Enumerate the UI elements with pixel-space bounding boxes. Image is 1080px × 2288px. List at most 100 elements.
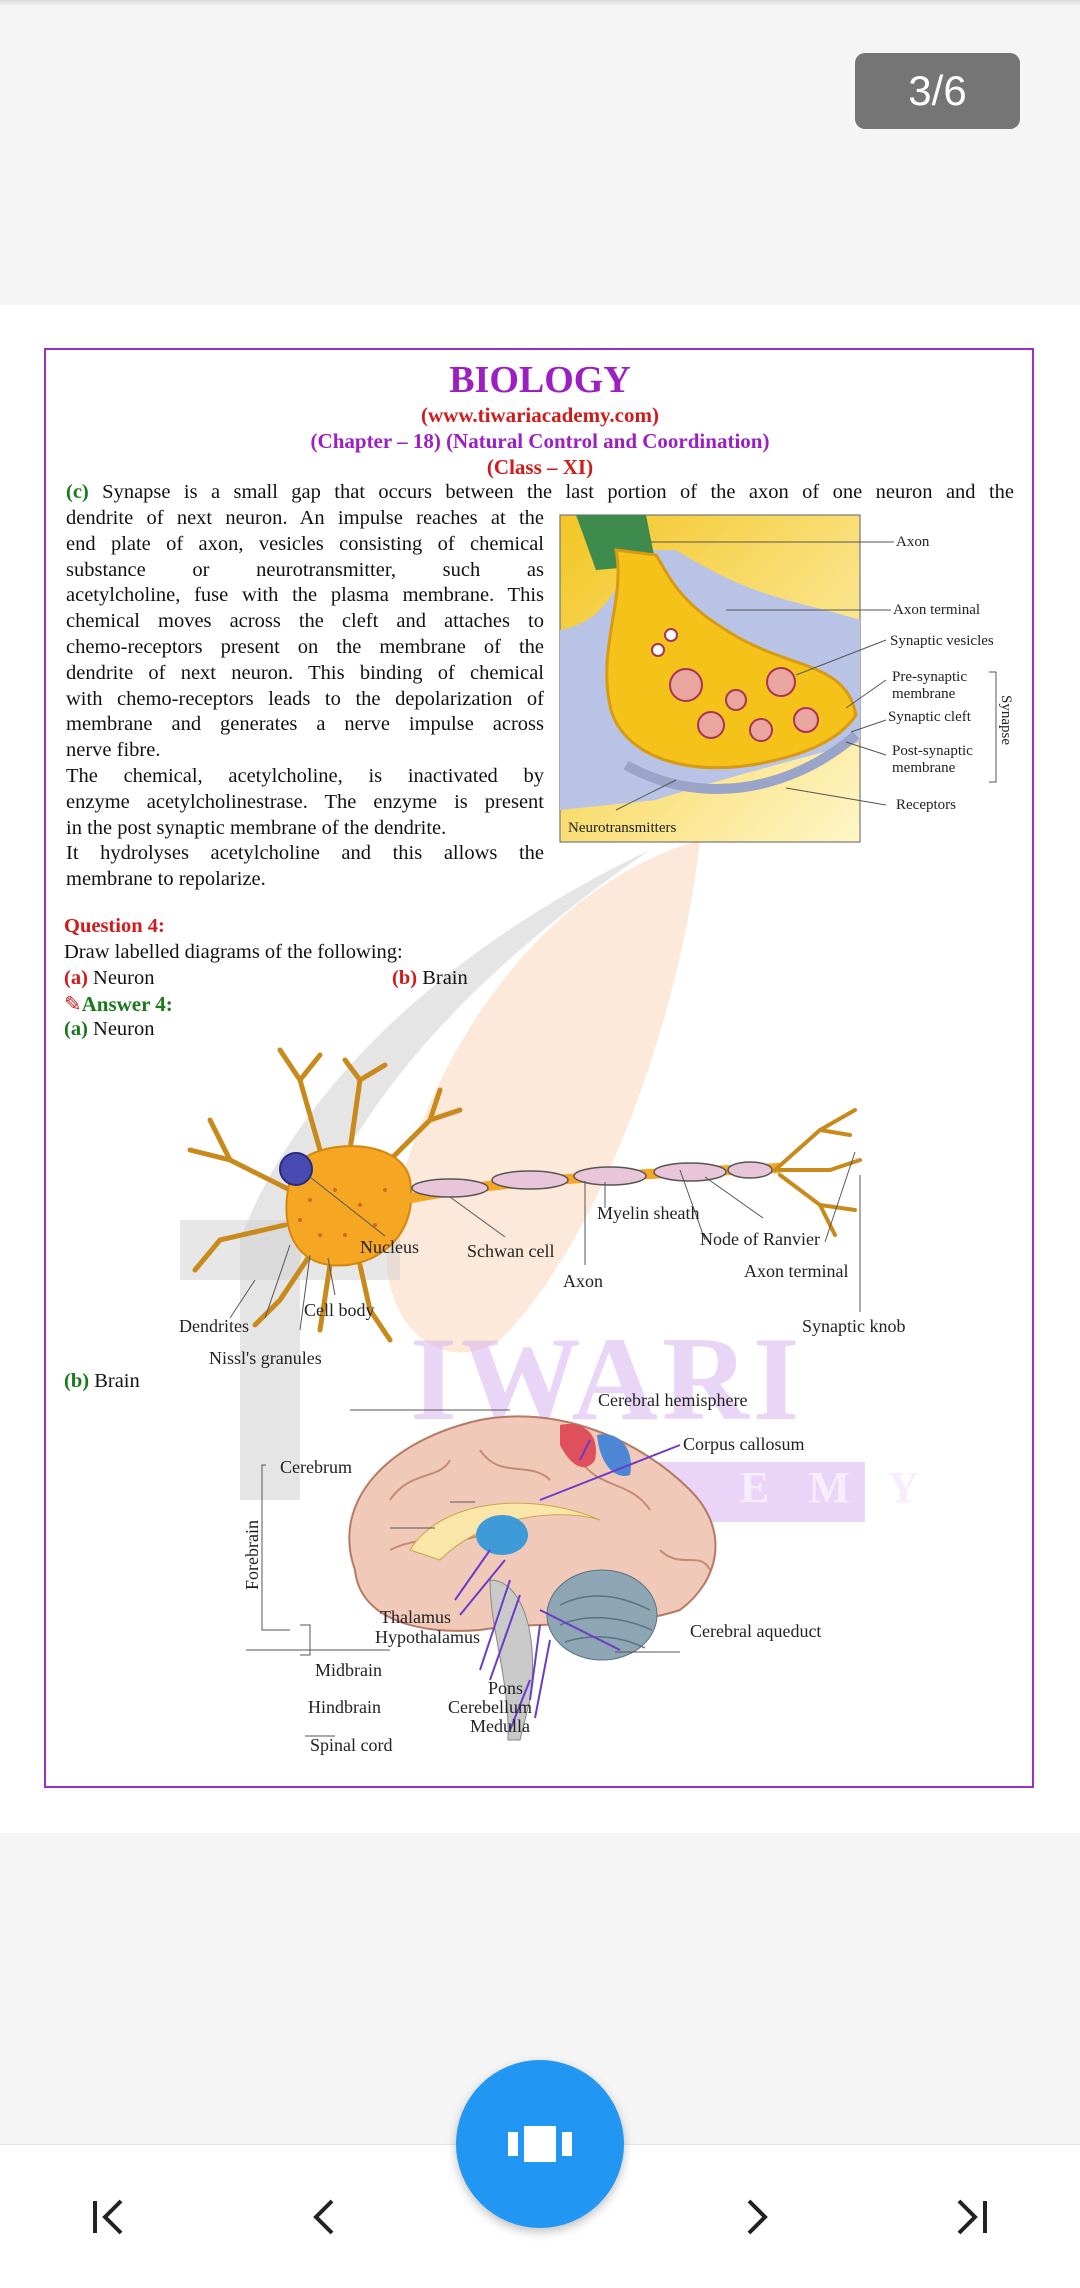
answer-a-label: (a) bbox=[64, 1018, 88, 1041]
label-myelin-sheath: Myelin sheath bbox=[597, 1203, 699, 1223]
label-corpus-callosum: Corpus callosum bbox=[683, 1434, 805, 1454]
para1-line: nerve fibre. bbox=[66, 739, 161, 762]
prev-page-button[interactable] bbox=[279, 2172, 369, 2262]
label-synaptic-knob: Synaptic knob bbox=[802, 1316, 906, 1336]
question-block: Question 4: Draw labelled diagrams of th… bbox=[64, 914, 764, 1043]
label-cerebrum: Cerebrum bbox=[280, 1457, 352, 1477]
vesicle bbox=[749, 718, 773, 742]
myelin-segments bbox=[411, 1161, 773, 1198]
para1-line: with chemo-receptors leads to the depola… bbox=[66, 687, 544, 710]
label-hindbrain: Hindbrain bbox=[308, 1697, 381, 1717]
para2-line: in the post synaptic membrane of the den… bbox=[66, 816, 447, 839]
class-line: (Class – XI) bbox=[486, 455, 594, 479]
synapse-first-line: (c) Synapse is a small gap that occurs b… bbox=[66, 480, 1014, 506]
answer-pencil-icon: ✎ bbox=[64, 991, 82, 1016]
label-forebrain: Forebrain bbox=[242, 1520, 262, 1590]
label-spinal-cord: Spinal cord bbox=[310, 1735, 393, 1755]
label-neurotransmitters: Neurotransmitters bbox=[568, 820, 676, 836]
page-title: BIOLOGY bbox=[449, 359, 631, 401]
label-dendrites: Dendrites bbox=[179, 1316, 249, 1336]
para1-line: end plate of axon, vesicles consisting o… bbox=[66, 532, 544, 555]
para1-line: substance or neurotransmitter, such as bbox=[66, 558, 544, 581]
answer-a: (a) Neuron bbox=[64, 1017, 764, 1043]
para3-line: It hydrolyses acetylcholine and this all… bbox=[66, 842, 544, 865]
prev-page-icon bbox=[313, 2199, 334, 2235]
brain-cerebellum bbox=[546, 1569, 658, 1661]
next-page-button[interactable] bbox=[712, 2172, 802, 2262]
watermark-leaf-orange bbox=[386, 840, 700, 1353]
vesicle bbox=[669, 668, 703, 702]
label-cerebral-aqueduct: Cerebral aqueduct bbox=[690, 1621, 821, 1641]
first-page-button[interactable] bbox=[64, 2172, 154, 2262]
brain-red-hemisphere bbox=[560, 1424, 596, 1468]
label-axon-terminal: Axon terminal bbox=[744, 1261, 848, 1281]
vesicle bbox=[651, 643, 665, 657]
pages-icon bbox=[508, 2126, 572, 2162]
para1-line: chemical moves across the cleft and atta… bbox=[66, 610, 544, 633]
option-b-text: Brain bbox=[422, 966, 468, 989]
pages-fab-button[interactable] bbox=[456, 2060, 624, 2228]
para1-line: dendrite of next neuron. This binding of… bbox=[66, 661, 544, 684]
next-page-icon bbox=[747, 2199, 768, 2235]
synapse-diagram: Axon Axon terminal Synaptic vesicles Pre… bbox=[559, 514, 1014, 843]
label-synaptic-cleft: Synaptic cleft bbox=[888, 709, 972, 725]
answer-heading: ✎Answer 4: bbox=[64, 992, 764, 1018]
answer-label: Answer 4: bbox=[81, 991, 173, 1016]
para3-line: membrane to repolarize. bbox=[66, 868, 266, 891]
chapter-line: (Chapter – 18) (Natural Control and Coor… bbox=[310, 429, 770, 453]
option-a-label: (a) bbox=[64, 966, 88, 989]
neuron-diagram: Myelin sheath Node of Ranvier Nucleus Sc… bbox=[179, 1047, 906, 1368]
neuron-nucleus-drawn-final bbox=[279, 1152, 313, 1186]
para1-line: membrane and generates a nerve impulse a… bbox=[66, 713, 544, 736]
label-thalamus: Thalamus bbox=[380, 1607, 451, 1627]
brain-blue-hemisphere bbox=[597, 1434, 631, 1476]
nissl-granules bbox=[298, 1188, 387, 1237]
label-nucleus: Nucleus bbox=[360, 1237, 419, 1257]
label-node-of-ranvier: Node of Ranvier bbox=[700, 1229, 820, 1249]
neuron-cell-body bbox=[285, 1145, 413, 1267]
first-page-icon bbox=[93, 2199, 123, 2235]
label-post-synaptic-membrane: membrane bbox=[892, 760, 956, 776]
synapse-terminal bbox=[605, 548, 858, 770]
answer-b: (b) Brain bbox=[64, 1369, 140, 1395]
label-pre-synaptic-membrane: membrane bbox=[892, 686, 956, 702]
content-frame bbox=[44, 348, 1034, 1788]
last-page-button[interactable] bbox=[926, 2172, 1016, 2262]
part-c-label: (c) bbox=[66, 481, 89, 503]
vesicle bbox=[766, 667, 796, 697]
option-b-label: (b) bbox=[392, 966, 418, 989]
vesicle bbox=[725, 689, 747, 711]
label-schwan-cell: Schwan cell bbox=[467, 1241, 554, 1261]
answer-a-text: Neuron bbox=[93, 1018, 155, 1041]
question-option-b: (b) Brain bbox=[392, 966, 468, 992]
brain-cerebrum bbox=[348, 1415, 717, 1632]
para1-line: acetylcholine, fuse with the plasma memb… bbox=[66, 584, 544, 607]
question-text: Draw labelled diagrams of the following: bbox=[64, 940, 403, 963]
synapse-first-text: Synapse is a small gap that occurs betwe… bbox=[102, 481, 1014, 503]
synapse-cleft-line bbox=[623, 731, 860, 794]
brain-thalamus bbox=[476, 1515, 528, 1555]
label-axon-terminal: Axon terminal bbox=[893, 602, 980, 618]
question-label: Question 4: bbox=[64, 915, 165, 937]
top-bar: 3/6 bbox=[0, 0, 1080, 305]
label-cerebellum: Cerebellum bbox=[448, 1697, 532, 1717]
question-option-a: (a) Neuron bbox=[64, 966, 155, 992]
label-axon: Axon bbox=[896, 534, 930, 550]
top-shadow bbox=[0, 0, 1080, 6]
brain-diagram: Cerebral hemisphere Corpus callosum Cere… bbox=[242, 1390, 821, 1755]
option-a-text: Neuron bbox=[93, 966, 155, 989]
vesicle bbox=[793, 707, 819, 733]
label-synapse: Synapse bbox=[998, 695, 1014, 745]
question-options: (a) Neuron (b) Brain bbox=[64, 966, 764, 992]
answer-b-text: Brain bbox=[94, 1370, 140, 1392]
label-midbrain: Midbrain bbox=[315, 1660, 382, 1680]
website-line: (www.tiwariacademy.com) bbox=[421, 403, 659, 427]
last-page-icon bbox=[957, 2199, 987, 2235]
label-cell-body: Cell body bbox=[304, 1300, 375, 1320]
label-medulla: Medulla bbox=[470, 1716, 530, 1736]
vesicle bbox=[697, 711, 725, 739]
page-indicator: 3/6 bbox=[855, 53, 1020, 129]
label-post-synaptic: Post-synaptic bbox=[892, 743, 973, 759]
answer-b-label: (b) bbox=[64, 1370, 90, 1392]
label-nissl-granules: Nissl's granules bbox=[209, 1348, 322, 1368]
